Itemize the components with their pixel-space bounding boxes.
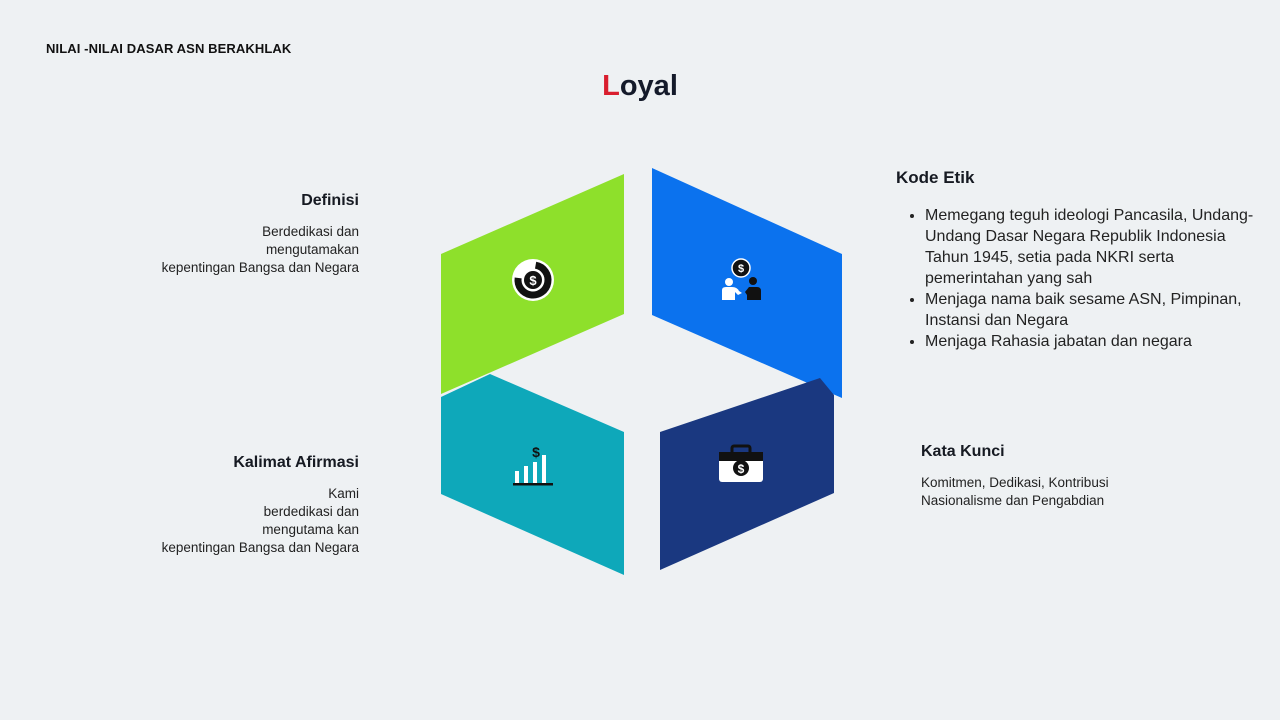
definisi-line: kepentingan Bangsa dan Negara bbox=[161, 260, 359, 275]
header-label: NILAI -NILAI DASAR ASN BERAKHLAK bbox=[46, 41, 292, 56]
people-dollar-icon: $ bbox=[722, 258, 761, 300]
list-item: Menjaga Rahasia jabatan dan negara bbox=[925, 331, 1256, 352]
page-title: Loyal bbox=[0, 70, 1280, 103]
kode-etik-block: Kode Etik Memegang teguh ideologi Pancas… bbox=[896, 168, 1256, 352]
svg-text:$: $ bbox=[532, 444, 540, 460]
definisi-block: Definisi Berdedikasi dan mengutamakan ke… bbox=[162, 192, 359, 277]
afirmasi-line: mengutama kan bbox=[262, 522, 359, 537]
afirmasi-text: Kami berdedikasi dan mengutama kan kepen… bbox=[162, 485, 359, 557]
kode-etik-list: Memegang teguh ideologi Pancasila, Undan… bbox=[896, 205, 1256, 352]
svg-text:$: $ bbox=[529, 273, 537, 288]
briefcase-dollar-icon: $ bbox=[719, 444, 763, 482]
definisi-heading: Definisi bbox=[301, 192, 359, 209]
definisi-line: Berdedikasi dan bbox=[262, 224, 359, 239]
kode-etik-heading: Kode Etik bbox=[896, 168, 975, 187]
kata-kunci-line: Nasionalisme dan Pengabdian bbox=[921, 493, 1105, 508]
segment-kode-etik bbox=[652, 168, 842, 398]
kata-kunci-block: Kata Kunci Komitmen, Dedikasi, Kontribus… bbox=[921, 443, 1221, 510]
bar-chart-dollar-icon: $ bbox=[513, 444, 553, 486]
afirmasi-heading: Kalimat Afirmasi bbox=[233, 454, 359, 471]
kata-kunci-heading: Kata Kunci bbox=[921, 443, 1005, 460]
list-item: Memegang teguh ideologi Pancasila, Undan… bbox=[925, 205, 1256, 289]
segment-afirmasi bbox=[441, 374, 624, 575]
list-item: Menjaga nama baik sesame ASN, Pimpinan, … bbox=[925, 289, 1256, 331]
kata-kunci-text: Komitmen, Dedikasi, Kontribusi Nasionali… bbox=[921, 474, 1221, 510]
dollar-donut-icon: $ bbox=[512, 259, 554, 301]
definisi-text: Berdedikasi dan mengutamakan kepentingan… bbox=[162, 223, 359, 277]
svg-text:$: $ bbox=[738, 462, 745, 476]
afirmasi-block: Kalimat Afirmasi Kami berdedikasi dan me… bbox=[162, 454, 359, 557]
afirmasi-line: Kami bbox=[328, 486, 359, 501]
svg-text:$: $ bbox=[738, 263, 744, 275]
title-first-letter: L bbox=[602, 70, 620, 102]
definisi-line: mengutamakan bbox=[265, 242, 359, 257]
kata-kunci-line: Komitmen, Dedikasi, Kontribusi bbox=[921, 475, 1109, 490]
afirmasi-line: kepentingan Bangsa dan Negara bbox=[161, 540, 359, 555]
title-rest: oyal bbox=[619, 70, 678, 102]
afirmasi-line: berdedikasi dan bbox=[263, 504, 359, 519]
